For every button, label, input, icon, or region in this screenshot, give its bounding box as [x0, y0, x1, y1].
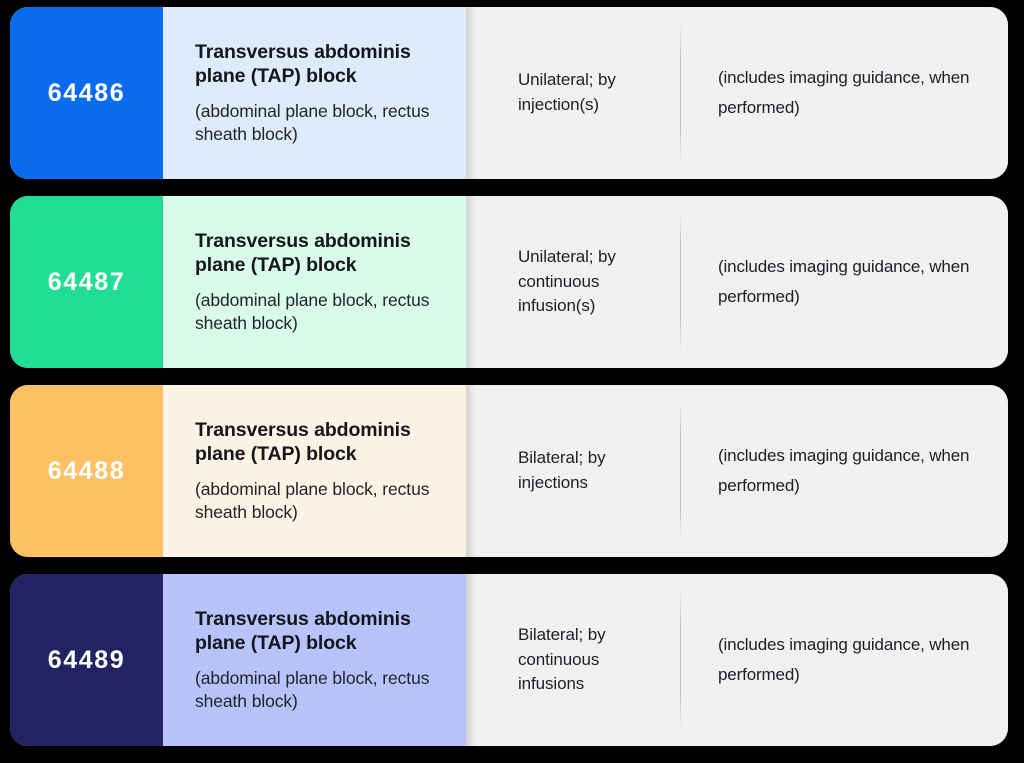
cpt-code: 64487 [47, 267, 126, 296]
code-chip: 64487 [10, 196, 163, 368]
descriptor-cell: Transversus abdominis plane (TAP) block … [163, 574, 466, 746]
laterality-text: Bilateral; by injections [518, 448, 606, 492]
laterality-cell: Bilateral; by injections [466, 385, 680, 557]
note-cell: (includes imaging guidance, when perform… [680, 196, 1008, 368]
table-row[interactable]: 64489 Transversus abdominis plane (TAP) … [10, 574, 1008, 746]
descriptor-subtitle: (abdominal plane block, rectus sheath bl… [195, 478, 430, 523]
laterality-text: Unilateral; by continuous infusion(s) [518, 247, 616, 316]
table-row[interactable]: 64487 Transversus abdominis plane (TAP) … [10, 196, 1008, 368]
laterality-cell: Unilateral; by continuous infusion(s) [466, 196, 680, 368]
table-row[interactable]: 64486 Transversus abdominis plane (TAP) … [10, 7, 1008, 179]
note-cell: (includes imaging guidance, when perform… [680, 385, 1008, 557]
descriptor-subtitle: (abdominal plane block, rectus sheath bl… [195, 100, 430, 145]
descriptor-title: Transversus abdominis plane (TAP) block [195, 229, 411, 277]
descriptor-title: Transversus abdominis plane (TAP) block [195, 418, 411, 466]
descriptor-subtitle: (abdominal plane block, rectus sheath bl… [195, 667, 430, 712]
note-cell: (includes imaging guidance, when perform… [680, 574, 1008, 746]
code-chip: 64489 [10, 574, 163, 746]
descriptor-subtitle: (abdominal plane block, rectus sheath bl… [195, 289, 430, 334]
laterality-text: Unilateral; by injection(s) [518, 70, 616, 114]
note-text: (includes imaging guidance, when perform… [718, 446, 970, 495]
descriptor-title: Transversus abdominis plane (TAP) block [195, 40, 411, 88]
laterality-cell: Bilateral; by continuous infusions [466, 574, 680, 746]
note-text: (includes imaging guidance, when perform… [718, 68, 970, 117]
code-chip: 64486 [10, 7, 163, 179]
note-text: (includes imaging guidance, when perform… [718, 257, 970, 306]
descriptor-cell: Transversus abdominis plane (TAP) block … [163, 7, 466, 179]
descriptor-title: Transversus abdominis plane (TAP) block [195, 607, 411, 655]
cpt-code: 64488 [47, 456, 126, 485]
cpt-code: 64489 [47, 645, 126, 674]
cpt-code: 64486 [47, 78, 126, 107]
note-text: (includes imaging guidance, when perform… [718, 635, 970, 684]
descriptor-cell: Transversus abdominis plane (TAP) block … [163, 385, 466, 557]
note-cell: (includes imaging guidance, when perform… [680, 7, 1008, 179]
table-row[interactable]: 64488 Transversus abdominis plane (TAP) … [10, 385, 1008, 557]
code-chip: 64488 [10, 385, 163, 557]
descriptor-cell: Transversus abdominis plane (TAP) block … [163, 196, 466, 368]
laterality-cell: Unilateral; by injection(s) [466, 7, 680, 179]
laterality-text: Bilateral; by continuous infusions [518, 625, 606, 694]
